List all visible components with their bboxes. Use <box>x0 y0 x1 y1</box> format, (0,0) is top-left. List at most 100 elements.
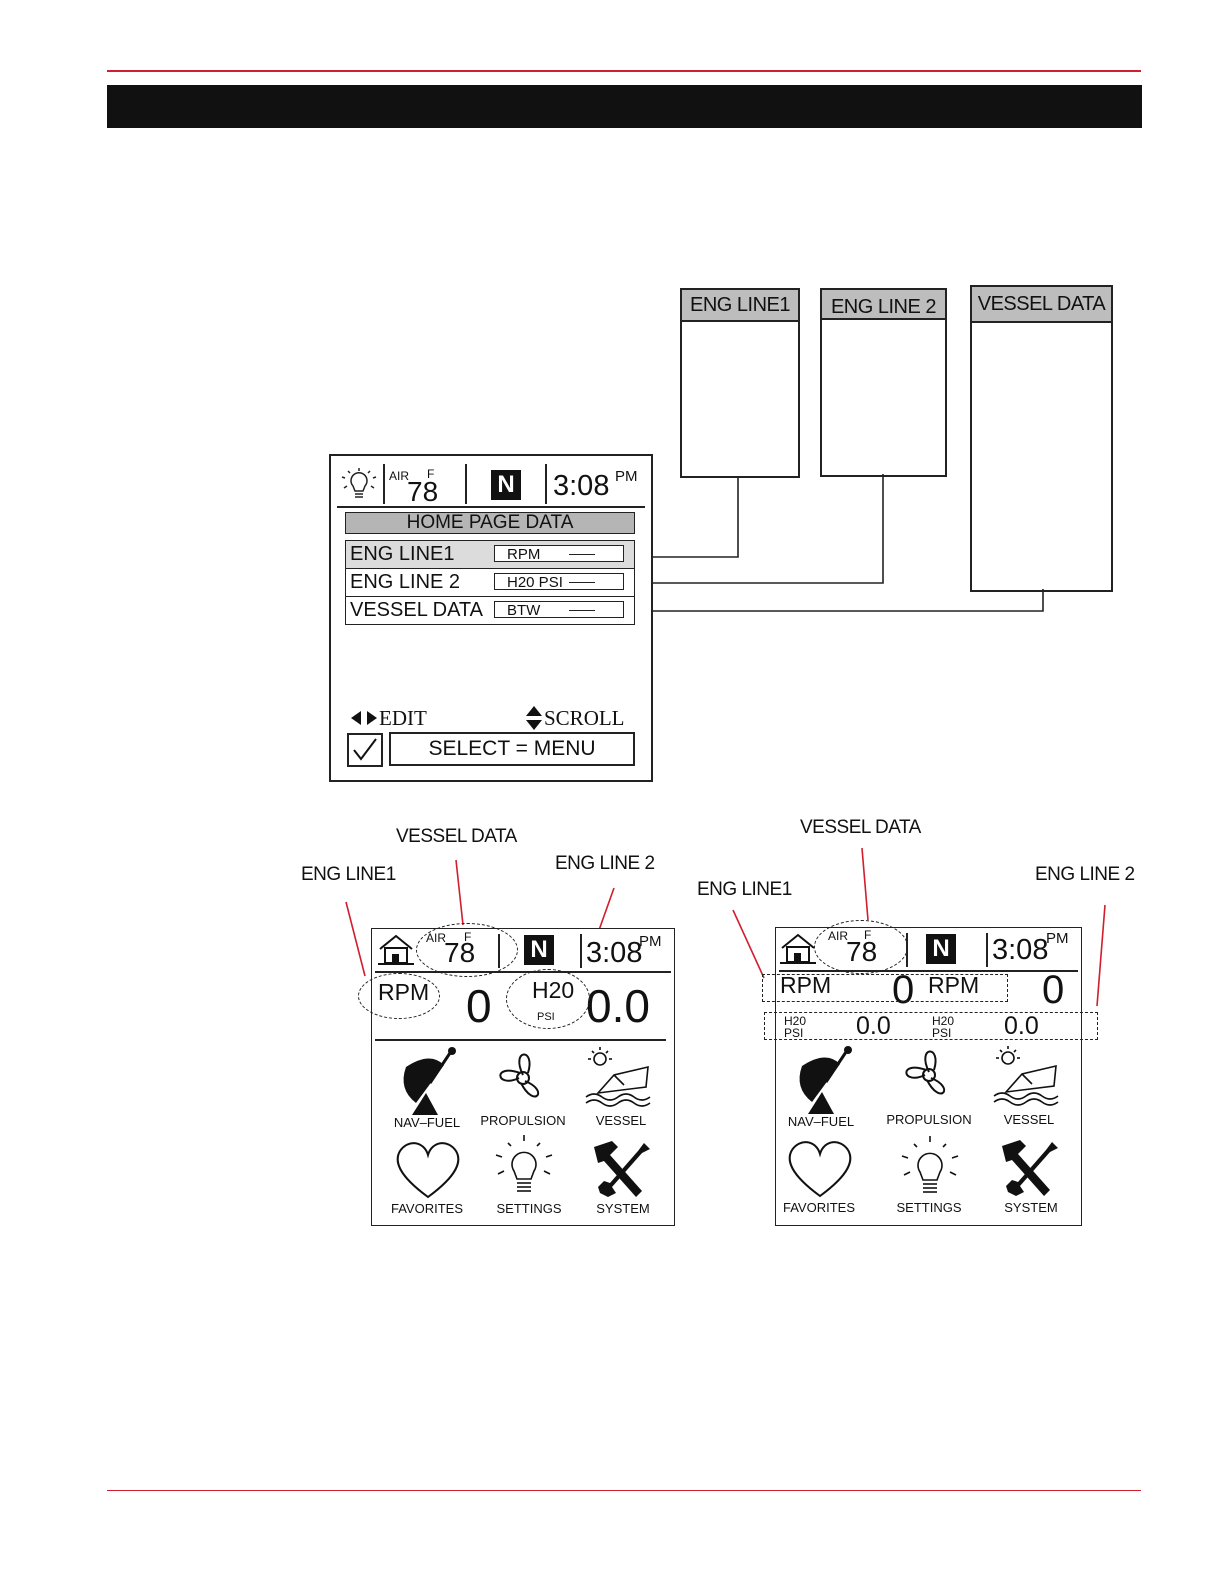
check-icon <box>353 738 377 761</box>
section-header-bar <box>107 85 1142 128</box>
eng2-left-sub: PSI <box>784 1026 804 1040</box>
callout-eng-line1: ENG LINE1 <box>697 879 792 900</box>
air-label: AIR <box>389 469 410 483</box>
top-red-rule <box>107 70 1141 72</box>
row-eng-line2[interactable]: ENG LINE 2 H20 PSI <box>345 569 635 597</box>
vessel-data-list-header: VESSEL DATA <box>972 287 1111 323</box>
connector-eng-line1 <box>622 476 739 558</box>
gear-letter: N <box>530 936 548 963</box>
eng2-value: 0.0 <box>586 980 650 1032</box>
clock-time: 3:08 <box>553 470 610 502</box>
vessel-label: VESSEL <box>1003 1112 1055 1127</box>
status-bar: AIR F 78 N 3:08 PM <box>337 464 645 508</box>
home-page-data-title: HOME PAGE DATA <box>345 512 635 534</box>
select-menu-button[interactable]: SELECT = MENU <box>389 732 635 766</box>
system-label: SYSTEM <box>1004 1200 1058 1215</box>
select-menu-label: SELECT = MENU <box>428 737 596 760</box>
row-value[interactable]: H20 PSI <box>494 573 624 591</box>
tools-icon <box>1002 1140 1058 1196</box>
home-page-data-screen: AIR F 78 N 3:08 PM HOME PAGE DATA ENG LI… <box>329 454 653 782</box>
status-separator <box>986 933 988 967</box>
row-label: VESSEL DATA <box>350 599 484 621</box>
confirm-button[interactable] <box>347 733 383 767</box>
callout-box-eng1 <box>762 974 1008 1002</box>
callout-ring-eng1 <box>358 973 440 1019</box>
edit-label: EDIT <box>379 706 427 730</box>
row-value[interactable]: RPM <box>494 545 624 563</box>
leader-right-eng2 <box>1096 904 1106 1007</box>
callout-eng-line2: ENG LINE 2 <box>1035 864 1135 885</box>
vessel-icon <box>585 1047 651 1107</box>
propeller-icon <box>905 1050 945 1095</box>
bottom-red-rule <box>107 1490 1141 1491</box>
connector-vessel-data <box>622 589 1044 612</box>
gear-indicator: N <box>926 934 956 964</box>
callout-ring-vessel <box>416 923 518 977</box>
eng2-right-value: 0.0 <box>1004 1012 1039 1040</box>
vessel-icon <box>993 1046 1059 1106</box>
clock-time: 3:08 <box>992 934 1049 966</box>
eng2-left-value: 0.0 <box>856 1012 891 1040</box>
leader-left-eng1 <box>345 901 366 977</box>
heart-icon <box>788 1141 852 1198</box>
eng-line1-list-header: ENG LINE1 <box>682 290 798 322</box>
row-label: ENG LINE1 <box>350 543 455 565</box>
eng-line2-list-header: ENG LINE 2 <box>822 290 945 320</box>
callout-eng-line1: ENG LINE1 <box>301 864 396 885</box>
home-icon <box>780 933 816 964</box>
clock-time: 3:08 <box>586 937 643 969</box>
home-screen-dual: AIR F 78 N 3:08 PM RPM 0 RPM 0 H20 PSI 0… <box>762 920 1098 1226</box>
row-vessel-data[interactable]: VESSEL DATA BTW <box>345 597 635 625</box>
nav-fuel-label: NAV–FUEL <box>393 1115 461 1130</box>
propulsion-label: PROPULSION <box>886 1112 972 1127</box>
callout-vessel-data: VESSEL DATA <box>800 817 921 838</box>
gear-letter: N <box>497 471 515 498</box>
callout-ring-vessel <box>814 920 908 974</box>
data-divider <box>375 1039 666 1041</box>
clock-ampm: PM <box>639 933 662 950</box>
eng2-right-sub: PSI <box>932 1026 952 1040</box>
up-down-arrows-icon <box>526 706 542 730</box>
row-value[interactable]: BTW <box>494 601 624 619</box>
settings-label: SETTINGS <box>496 1201 562 1216</box>
callout-box-eng2 <box>764 1012 1098 1040</box>
row-label: ENG LINE 2 <box>350 571 461 593</box>
eng1-right-label: RPM <box>928 972 980 998</box>
leader-right-vessel <box>861 847 869 921</box>
callout-vessel-data: VESSEL DATA <box>396 826 517 847</box>
connector-eng-line2 <box>622 474 884 584</box>
lightbulb-icon <box>341 468 377 498</box>
tools-icon <box>594 1141 650 1197</box>
eng-line1-list: ENG LINE1 <box>680 288 800 478</box>
eng-line2-list: ENG LINE 2 <box>820 288 947 477</box>
heart-icon <box>396 1142 460 1199</box>
eng1-value: 0 <box>466 980 492 1032</box>
status-separator <box>545 464 547 504</box>
favorites-label: FAVORITES <box>391 1201 463 1216</box>
eng2-right-label: H20 <box>932 1014 955 1028</box>
status-divider <box>375 971 671 973</box>
gear-letter: N <box>932 935 950 962</box>
status-separator <box>465 464 467 504</box>
settings-label: SETTINGS <box>896 1200 962 1215</box>
left-right-arrows-icon <box>351 711 377 725</box>
home-screen-single: AIR F 78 N 3:08 PM RPM 0 H20 PSI 0.0 NAV… <box>358 923 675 1226</box>
vessel-data-list: VESSEL DATA <box>970 285 1113 592</box>
lightbulb-icon <box>901 1136 959 1193</box>
vessel-label: VESSEL <box>595 1113 647 1128</box>
eng2-left-label: H20 <box>784 1014 807 1028</box>
home-icon <box>378 934 414 965</box>
gear-indicator: N <box>491 470 521 500</box>
air-temp: 78 <box>407 476 439 507</box>
row-eng-line1[interactable]: ENG LINE1 RPM <box>345 540 635 569</box>
callout-eng-line2: ENG LINE 2 <box>555 853 655 874</box>
propeller-icon <box>499 1053 539 1098</box>
nav-fuel-label: NAV–FUEL <box>787 1114 855 1129</box>
eng1-right-value: 0 <box>1042 968 1065 1012</box>
clock-ampm: PM <box>615 468 638 485</box>
lightbulb-icon <box>495 1135 553 1192</box>
callout-ring-eng2 <box>506 969 590 1029</box>
leader-left-vessel <box>455 859 464 926</box>
eng1-left-label: RPM <box>780 972 832 998</box>
